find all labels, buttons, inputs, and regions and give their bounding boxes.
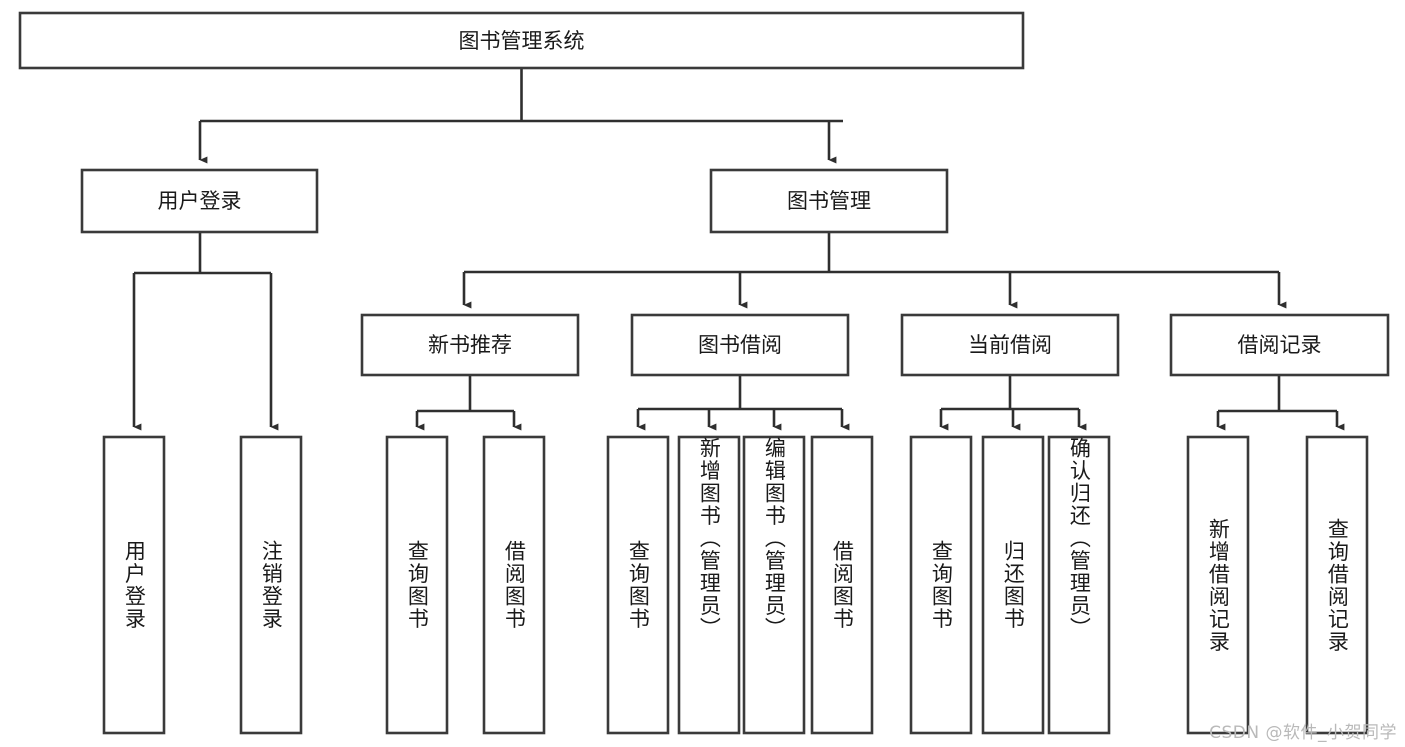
leaf-box-query-book-borrow [606, 435, 670, 735]
leaf-box-borrow-book [810, 435, 874, 735]
node-book-borrow-label: 图书借阅 [698, 333, 782, 357]
leaf-box-add-borrow-record [1186, 435, 1250, 735]
leaf-box-query-borrow-record [1305, 435, 1369, 735]
node-new-book-recommend-label: 新书推荐 [428, 333, 512, 357]
connector-group-borrow-record [1216, 375, 1345, 431]
node-current-borrow[interactable]: 当前借阅 [900, 313, 1120, 377]
leaf-box-confirm-return-admin [1047, 435, 1111, 735]
leaf-box-add-book-admin [677, 435, 741, 735]
node-book-management[interactable]: 图书管理 [709, 168, 949, 234]
connector-group-root [198, 68, 843, 164]
leaf-box-group [102, 435, 1369, 735]
node-borrow-record-label: 借阅记录 [1238, 333, 1322, 357]
node-root[interactable]: 图书管理系统 [18, 11, 1025, 70]
connector-group-new-book [415, 375, 522, 431]
connector-group-user-login [132, 232, 279, 431]
leaf-box-query-book-recommend [385, 435, 449, 735]
connector-group-book-borrow [636, 375, 850, 431]
connector-group-book-manage [462, 232, 1287, 309]
watermark-text: CSDN @软件_小贺同学 [1209, 723, 1397, 743]
node-book-management-label: 图书管理 [787, 189, 871, 213]
leaf-box-query-book-current [909, 435, 973, 735]
leaf-box-borrow-book-recommend [482, 435, 546, 735]
node-user-login[interactable]: 用户登录 [80, 168, 319, 234]
leaf-box-edit-book-admin [742, 435, 806, 735]
node-new-book-recommend[interactable]: 新书推荐 [360, 313, 580, 377]
leaf-box-user-login [102, 435, 166, 735]
node-book-borrow[interactable]: 图书借阅 [630, 313, 850, 377]
leaf-box-return-book [981, 435, 1045, 735]
connector-group-current-borrow [939, 375, 1087, 431]
node-root-label: 图书管理系统 [459, 29, 585, 53]
node-borrow-record[interactable]: 借阅记录 [1169, 313, 1390, 377]
node-user-login-label: 用户登录 [158, 189, 242, 213]
node-current-borrow-label: 当前借阅 [968, 333, 1052, 357]
leaf-box-logout [239, 435, 303, 735]
